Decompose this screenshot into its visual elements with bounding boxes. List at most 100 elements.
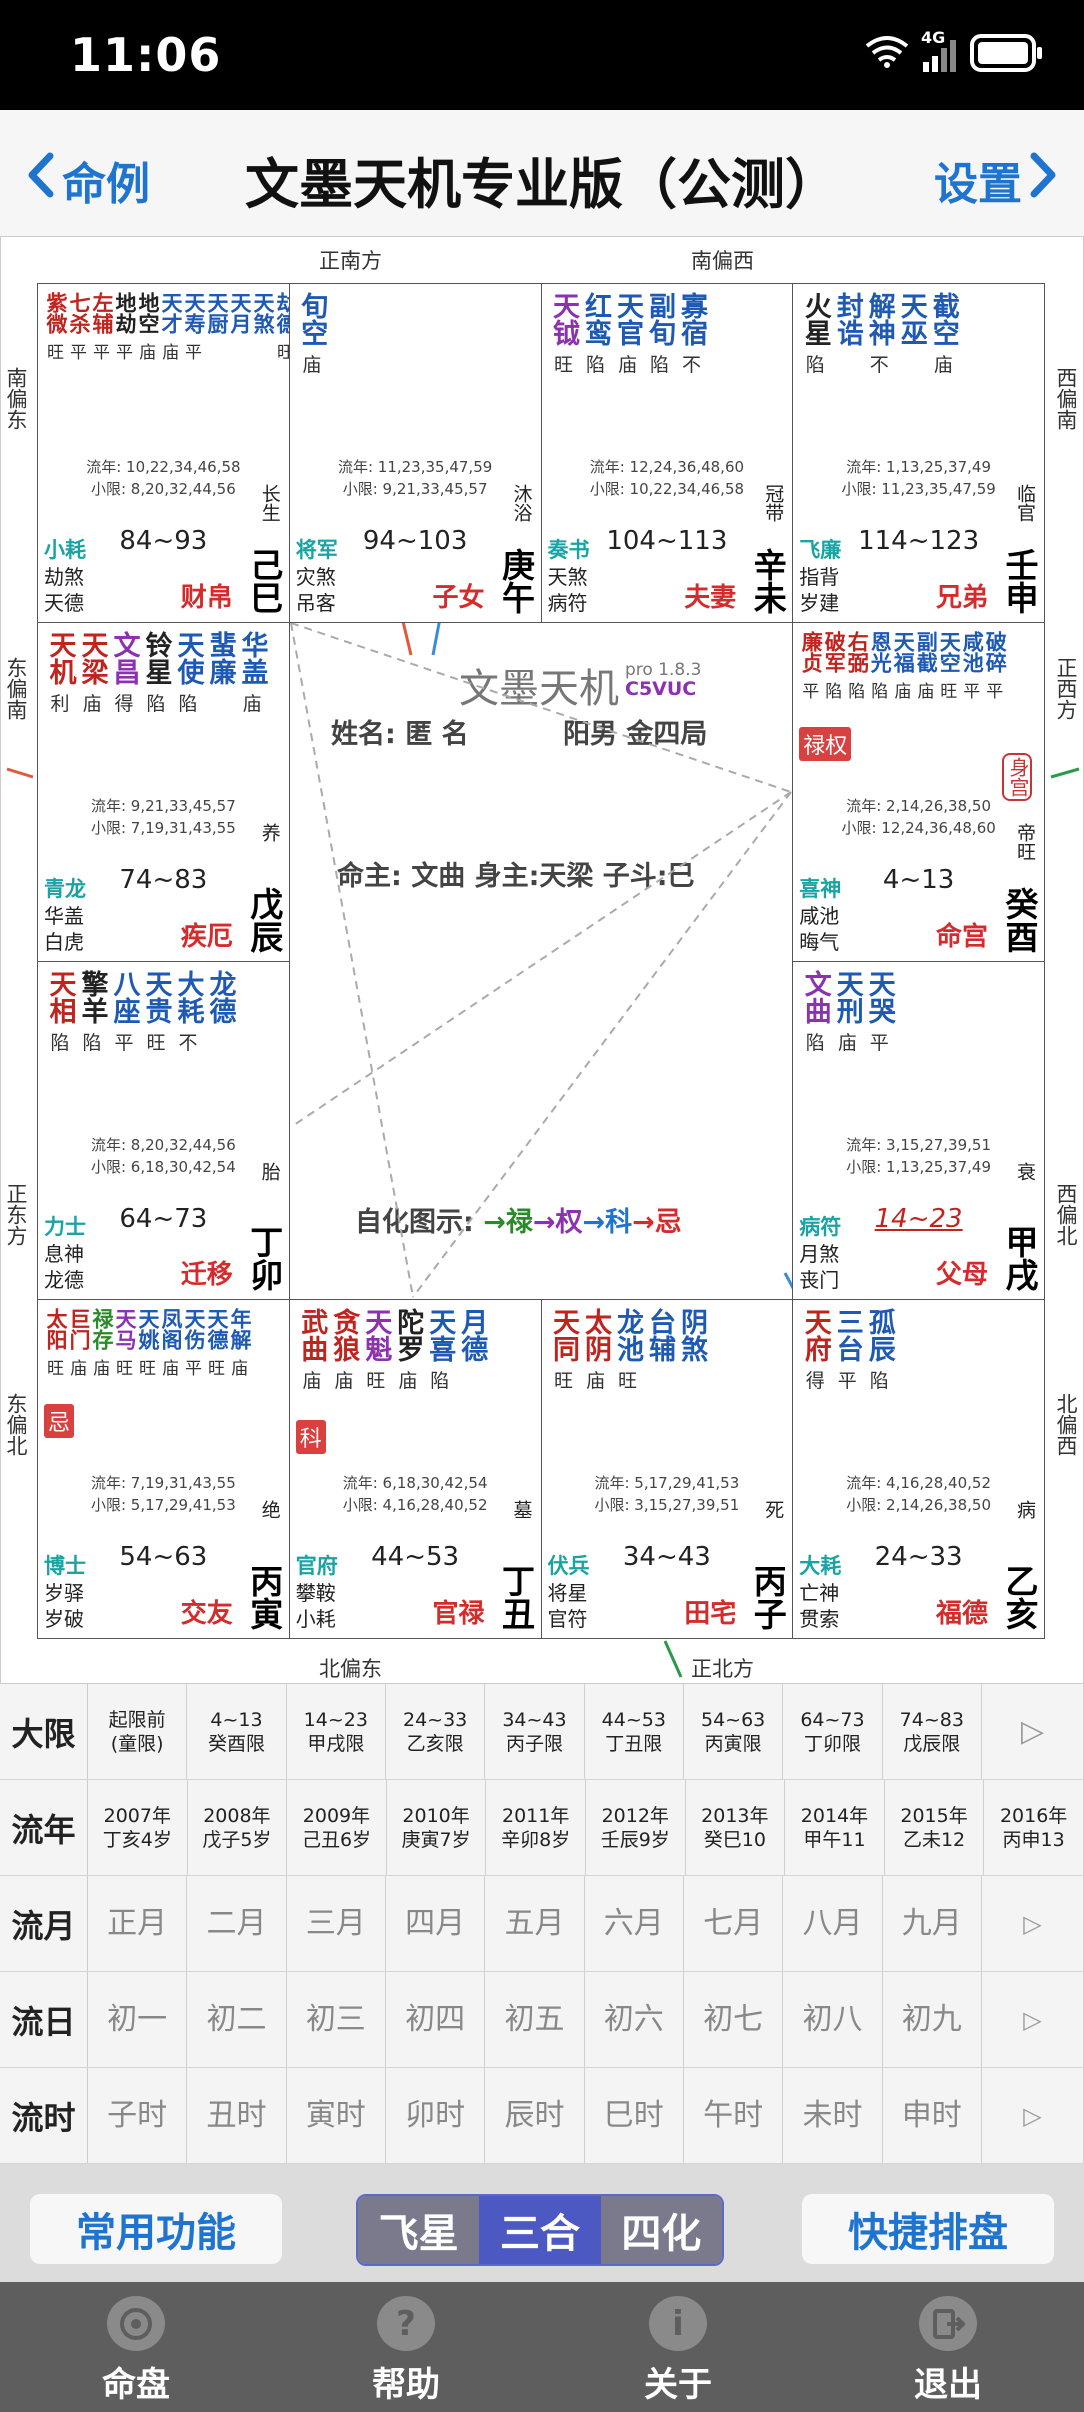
star-brightness: 平 [114,1031,134,1054]
liunian-cell[interactable]: 2014年甲午11 [785,1780,885,1875]
liushi-cell[interactable]: 申时 [882,2068,982,2163]
liuri-cell[interactable]: 初二 [187,1972,287,2067]
star: 铃星陷 [140,630,172,715]
star-name: 禄存 [90,1308,114,1351]
back-button[interactable]: 命例 [26,148,150,212]
liuri-cell[interactable]: 初四 [385,1972,486,2067]
next-arrow-icon[interactable]: ▷ [982,1876,1084,1971]
liunian-cell[interactable]: 2009年己丑6岁 [287,1780,387,1875]
sihua-badge: 禄权 [799,726,852,761]
palace-name: 交友 [180,1599,233,1629]
star-name: 巨门 [67,1308,91,1351]
liunian-cell[interactable]: 2008年戊子5岁 [187,1780,288,1875]
liunian-cell[interactable]: 2016年丙申13 [984,1780,1084,1875]
quick-chart-button[interactable]: 快捷排盘 [802,2194,1054,2264]
star: 月德 [456,1308,488,1388]
star-name: 龙池 [612,1308,643,1363]
tab-about[interactable]: i 关于 [598,2296,758,2406]
changsheng-stage: 帝旺 [1014,822,1036,861]
liushi-cell[interactable]: 丑时 [187,2068,287,2163]
liuri-cell[interactable]: 初七 [683,1972,784,2067]
segment-sanhe[interactable]: 三合 [479,2196,601,2264]
liuri-cell[interactable]: 初五 [485,1972,585,2067]
liushi-cell[interactable]: 午时 [683,2068,784,2163]
liuri-cell[interactable]: 初六 [584,1972,684,2067]
star-name: 孤辰 [863,1308,895,1363]
liuyue-cell[interactable]: 七月 [683,1876,784,1971]
liuyue-cell[interactable]: 五月 [485,1876,585,1971]
boshi-star: 喜神 [799,876,842,901]
cell-line-2: 戊辰限 [903,1732,961,1755]
liushi-cell[interactable]: 卯时 [385,2068,486,2163]
liunian-cell[interactable]: 2012年壬辰9岁 [585,1780,686,1875]
liunian-cell[interactable]: 2013年癸巳10 [685,1780,786,1875]
liuyue-cell[interactable]: 四月 [385,1876,486,1971]
tab-mingpan[interactable]: 命盘 [56,2296,216,2406]
liushi-cell[interactable]: 巳时 [584,2068,684,2163]
liushi-cell[interactable]: 辰时 [485,2068,585,2163]
liushi-cell[interactable]: 子时 [88,2068,188,2163]
liunian-cell[interactable]: 2015年乙未12 [884,1780,985,1875]
tab-exit[interactable]: 退出 [868,2296,1028,2406]
liuyue-cell[interactable]: 九月 [882,1876,982,1971]
star: 天马旺 [113,1308,137,1379]
star-brightness: 陷 [869,1370,889,1393]
next-arrow-icon[interactable]: ▷ [982,2068,1084,2163]
cell-line-2: (童限) [110,1732,164,1755]
liuyue-cell[interactable]: 八月 [783,1876,883,1971]
daxian-range: 64~73 [119,1203,208,1234]
chart-code: C5VUC [625,678,697,700]
palace-yin[interactable]: 太阳旺巨门庙禄存庙天马旺天姚旺凤阁庙天伤平天德旺年解庙忌流年: 7,19,31,… [37,1299,290,1639]
liuri-cell[interactable]: 初一 [88,1972,188,2067]
common-functions-button[interactable]: 常用功能 [30,2194,282,2264]
liuyue-cell[interactable]: 正月 [88,1876,188,1971]
star: 咸池平 [960,631,984,702]
settings-button[interactable]: 设置 [934,148,1058,212]
tab-help[interactable]: ? 帮助 [326,2296,486,2406]
next-arrow-icon[interactable]: ▷ [982,1684,1084,1779]
liuri-cell[interactable]: 初三 [286,1972,386,2067]
liuri-cell[interactable]: 初九 [882,1972,982,2067]
palace-si[interactable]: 紫微旺七杀平左辅平地劫平地空庙天才庙天寿平天厨天月天煞劫德旺流年: 10,22,… [37,283,290,623]
star: 文昌得 [108,631,140,715]
palace-you[interactable]: 廉贞平破军陷右弼陷恩光陷天福庙副截庙天空旺咸池平破碎平禄权身宫流年: 2,14,… [792,621,1045,962]
star-name: 铃星 [140,630,172,685]
liushi-cell[interactable]: 未时 [783,2068,883,2163]
liuyue-cell[interactable]: 二月 [187,1876,287,1971]
liunian-cell[interactable]: 2007年丁亥4岁 [88,1780,188,1875]
nav-bar: 命例 文墨天机专业版（公测） 设置 [0,110,1084,236]
suiqian-star: 岁驿 [44,1581,84,1605]
liushi-cell[interactable]: 寅时 [286,2068,386,2163]
liunian-cell[interactable]: 2011年辛卯8岁 [486,1780,586,1875]
segment-feixing[interactable]: 飞星 [358,2196,480,2264]
liunian-cell[interactable]: 2010年庚寅7岁 [386,1780,487,1875]
next-arrow-icon[interactable]: ▷ [982,1972,1084,2067]
star-brightness: 陷 [825,681,843,702]
star: 破碎平 [983,631,1007,702]
star: 寡宿不 [676,292,708,376]
liuri-cell[interactable]: 初八 [783,1972,883,2067]
liuyue-cell[interactable]: 六月 [584,1876,684,1971]
star: 右弼陷 [845,631,869,702]
liuyue-cell[interactable]: 三月 [286,1876,386,1971]
daxian-cell[interactable]: 起限前(童限) [88,1684,188,1779]
segment-sihua[interactable]: 四化 [600,2196,722,2264]
